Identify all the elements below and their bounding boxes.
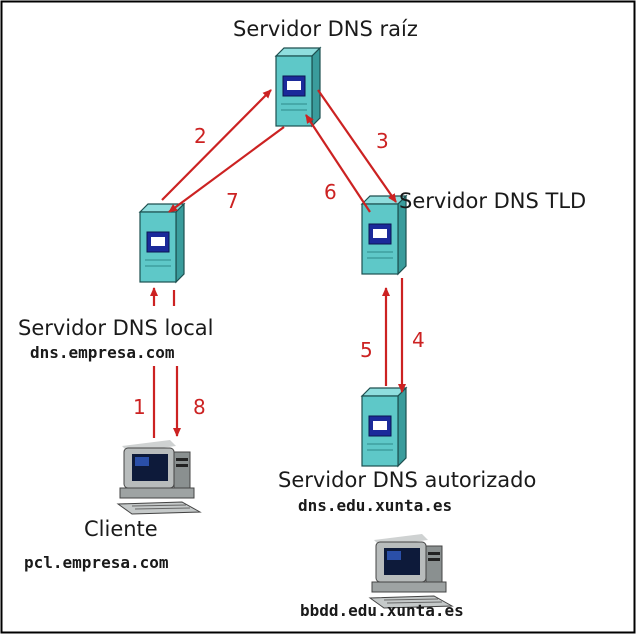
step-number: 3 xyxy=(376,129,389,153)
auth-server-host: dns.edu.xunta.es xyxy=(298,496,452,515)
auth-server-label: Servidor DNS autorizado xyxy=(278,468,536,492)
target-computer-icon xyxy=(369,533,453,609)
step-number: 6 xyxy=(324,180,337,204)
step-number: 7 xyxy=(226,189,239,213)
arrow-step-3 xyxy=(317,89,397,203)
step-number: 1 xyxy=(133,395,146,419)
step-number: 5 xyxy=(360,338,373,362)
step-number: 8 xyxy=(193,395,206,419)
local-server-host: dns.empresa.com xyxy=(30,343,175,362)
arrow-step-2 xyxy=(161,89,272,201)
client-computer-icon xyxy=(117,439,201,515)
root-server-label: Servidor DNS raíz xyxy=(233,17,418,41)
auth-server-icon xyxy=(361,387,407,467)
client-label: Cliente xyxy=(84,517,158,541)
step-number: 4 xyxy=(412,328,425,352)
local-server-label: Servidor DNS local xyxy=(18,316,213,340)
step-number: 2 xyxy=(194,124,207,148)
arrow-step-7 xyxy=(168,126,285,213)
client-host: pcl.empresa.com xyxy=(24,553,169,572)
tld-server-label: Servidor DNS TLD xyxy=(399,189,586,213)
root-server-icon xyxy=(275,47,321,127)
local-server-icon xyxy=(139,203,185,283)
arrow-step-6 xyxy=(305,114,371,213)
target-host: bbdd.edu.xunta.es xyxy=(300,601,464,620)
